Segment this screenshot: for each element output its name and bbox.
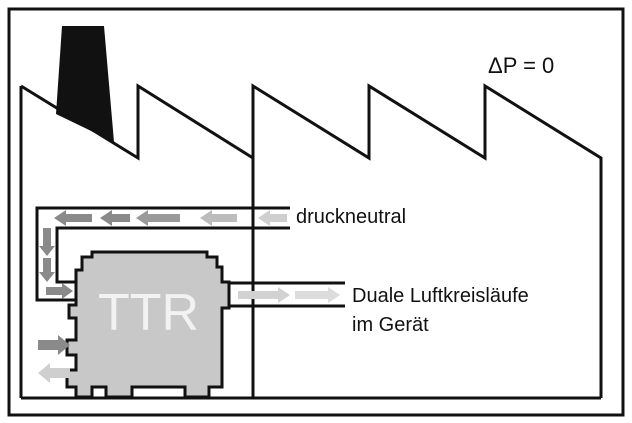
top-duct-inner [55, 226, 290, 284]
factory-roofline [20, 83, 603, 398]
pressure-label: ΔP = 0 [488, 53, 554, 78]
flow-arrow-left-4 [100, 210, 130, 226]
flow-arrow-left-5 [54, 210, 92, 226]
flow-arrow-into-unit [46, 283, 73, 299]
flow-arrow-left-2 [200, 210, 237, 226]
duct-top-label: druckneutral [296, 206, 406, 228]
top-duct-outer [35, 206, 290, 302]
flow-arrow-down-2 [39, 258, 55, 282]
flow-arrow-right-1 [238, 287, 290, 303]
duct-right-label-line1: Duale Luftkreisläufe [352, 285, 529, 307]
flow-arrow-in-small [38, 335, 70, 355]
unit-label: TTR [98, 284, 199, 342]
ttr-unit [65, 250, 231, 399]
flow-arrow-right-2 [295, 287, 340, 303]
flow-arrow-left-3 [136, 210, 180, 226]
duct-right-label-line2: im Gerät [352, 314, 429, 336]
flow-arrow-down-1 [39, 228, 55, 256]
flow-arrow-left-1 [258, 210, 287, 226]
chimney [56, 26, 114, 142]
flow-arrow-out-small [38, 363, 70, 383]
